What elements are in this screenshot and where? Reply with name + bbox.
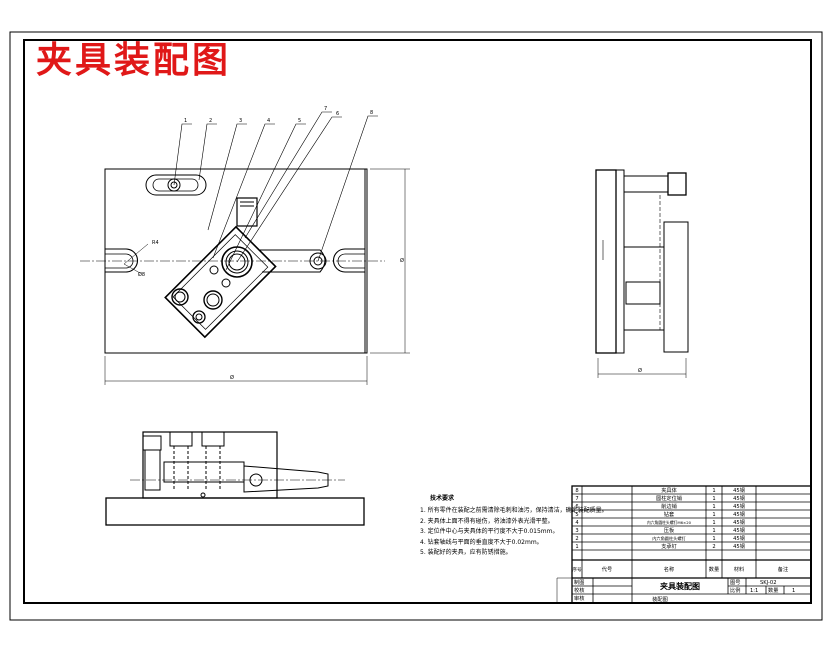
bom-header-qty: 数量 [709,565,719,573]
bom-qty: 1 [712,528,715,534]
bom-row: 2 内六角圆柱头螺钉 1 45钢 [575,534,745,542]
bom-header-mat: 材料 [734,565,744,573]
balloon-2: 2 [209,118,212,124]
bom-name: 削边销 [661,502,677,510]
bom-qty: 1 [712,504,715,510]
bom-header-name: 名称 [664,565,674,573]
bom-grid [556,485,812,604]
bom-qty: 1 [712,536,715,542]
drawing-no: SKJ-02 [760,580,777,586]
scale-label: 比例 [730,586,740,594]
bom-row: 7 圆柱定位销 1 45钢 [575,494,745,502]
check-label: 校核 [574,586,584,594]
balloon-labels: 1 2 3 4 5 6 7 8 [184,106,373,124]
bom-name: 内六角圆柱头螺钉 [652,535,686,542]
bom-mat: 45钢 [733,486,745,494]
bom-name: 钻套 [664,510,675,518]
dim-height-main: Ø [400,257,404,264]
school-label: 装配图 [652,595,668,603]
bom-header: 序号 代号 名称 数量 材料 备注 [572,565,788,573]
bom-mat: 45钢 [733,526,745,534]
bom-mat: 45钢 [733,542,745,550]
tech-note-item: 4. 钻套轴线与平面的垂直度不大于0.02mm。 [420,538,543,546]
design-label: 制图 [574,578,584,586]
bom-header-code: 代号 [602,565,612,573]
bom-mat: 45钢 [733,494,745,502]
bom-qty: 1 [712,488,715,494]
outer-frame [9,31,823,621]
bom-mat: 45钢 [733,502,745,510]
dim-side-width: Ø [638,367,642,374]
dim-width-main: Ø [230,374,234,381]
drawing-title: 夹具装配图 [36,39,232,81]
bom-qty: 1 [712,512,715,518]
bom-row: 5 钻套 1 45钢 [575,510,745,518]
bom-row: 4 内六角圆柱头螺钉M6×20 1 45钢 [575,518,745,526]
title-block: 制图 校核 审核 夹具装配图 图号 SKJ-02 比例 1:1 数量 1 装配图 [574,578,795,603]
bom-name: 压板 [664,526,675,534]
bom-qty: 2 [712,544,715,550]
dim-radius: R4 [152,240,159,246]
bom-no: 4 [575,520,579,526]
inner-frame [23,39,812,604]
bom-no: 6 [575,504,578,510]
plan-view [105,431,365,526]
qty-label: 数量 [768,586,778,594]
qty-value: 1 [792,588,795,594]
balloon-leaders [173,111,378,271]
balloon-5: 5 [298,118,301,124]
tech-note-item: 5. 装配好的夹具，应有防锈措施。 [420,549,512,557]
bom-name: 内六角圆柱头螺钉M6×20 [647,520,692,525]
dimension-texts: Ø Ø R4 Ø8 Ø [138,240,642,381]
bom-row: 1 支承钉 2 45钢 [575,542,745,550]
bom-no: 8 [575,488,578,494]
bom-mat: 45钢 [733,510,745,518]
drawing-name: 夹具装配图 [660,581,700,591]
bom-mat: 45钢 [733,518,745,526]
bom-name: 圆柱定位销 [656,494,682,502]
tech-note-item: 2. 夹具体上面不得有碰伤，将油漆外表光滑平整。 [420,517,554,525]
bom-row: 8 夹具体 1 45钢 [575,486,745,494]
bom-qty: 1 [712,496,715,502]
bom-no: 3 [575,528,578,534]
bom-row: 6 削边销 1 45钢 [575,502,745,510]
balloon-4: 4 [267,118,270,124]
bom-mat: 45钢 [733,534,745,542]
bom-no: 2 [575,536,578,542]
tech-note-item: 1. 所有零件在装配之前需清除毛刺和油污，保持清洁，确定装配质量。 [420,507,608,515]
dim-hole: Ø8 [138,271,145,278]
bom-header-note: 备注 [778,565,788,573]
tech-note-item: 3. 定位件中心与夹具体的平行度不大于0.015mm。 [420,528,559,536]
bom-header-no: 序号 [572,566,582,573]
drawing-no-label: 图号 [730,579,740,586]
bom-name: 夹具体 [661,486,677,494]
balloon-6: 6 [336,111,339,117]
bom-no: 5 [575,512,578,518]
bom-no: 7 [575,496,578,502]
approve-label: 审核 [574,594,584,602]
balloon-3: 3 [239,118,242,124]
balloon-7: 7 [324,106,327,112]
bom-table: 8 夹具体 1 45钢 7 圆柱定位销 1 45钢 6 削边销 1 45钢 5 … [572,486,788,573]
bom-no: 1 [575,544,578,550]
front-view [80,168,410,385]
technical-requirements: 技术要求 1. 所有零件在装配之前需清除毛刺和油污，保持清洁，确定装配质量。 2… [420,494,608,558]
balloon-8: 8 [370,110,373,116]
bom-name: 支承钉 [661,542,677,550]
bom-qty: 1 [712,520,715,526]
balloon-1: 1 [184,118,187,124]
tech-notes-heading: 技术要求 [430,495,455,502]
bom-row: 3 压板 1 45钢 [575,526,745,534]
scale-value: 1:1 [750,588,758,594]
side-view [595,169,689,378]
